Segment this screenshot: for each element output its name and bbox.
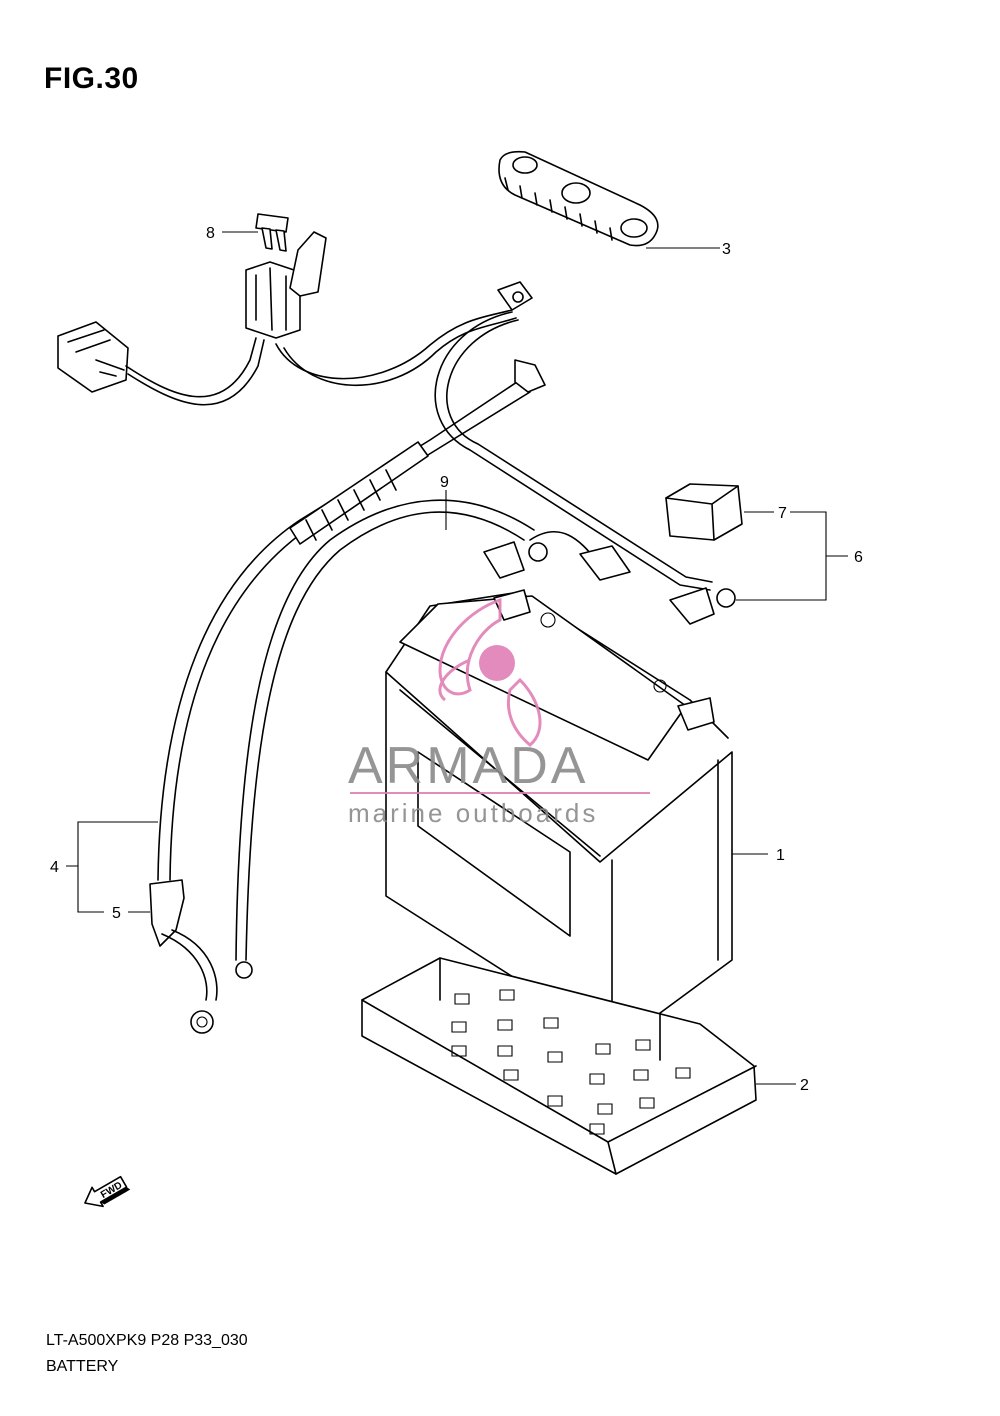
battery <box>385 589 733 1045</box>
watermark-tagline: marine outboards <box>348 798 598 828</box>
terminal-cover <box>665 483 743 541</box>
model-code: LT-A500XPK9 P28 P33_030 <box>46 1332 248 1349</box>
figure-title: FIG.30 <box>44 62 139 95</box>
wiring-harness <box>57 231 713 591</box>
fuse <box>255 213 289 252</box>
callout-2: 2 <box>800 1077 809 1094</box>
callout-6: 6 <box>854 549 863 566</box>
callout-1: 1 <box>776 847 785 864</box>
battery-holder-pad <box>498 150 659 247</box>
callout-7: 7 <box>778 505 787 522</box>
watermark-brand: ARMADA <box>348 737 588 795</box>
diagram-name: BATTERY <box>46 1358 119 1375</box>
negative-cable <box>149 359 546 1034</box>
callout-labels: 1 2 3 4 5 6 7 8 9 <box>50 225 863 1094</box>
battery-tray <box>361 957 757 1175</box>
callout-9: 9 <box>440 474 449 491</box>
watermark-logo: ARMADA marine outboards <box>348 597 650 828</box>
fwd-arrow-icon: FWD <box>84 1175 131 1208</box>
relay-lead <box>669 587 736 625</box>
callout-3: 3 <box>722 241 731 258</box>
callout-4: 4 <box>50 859 59 876</box>
leader-lines <box>66 231 848 1085</box>
callout-5: 5 <box>112 905 121 922</box>
callout-8: 8 <box>206 225 215 242</box>
positive-cable <box>235 499 631 979</box>
